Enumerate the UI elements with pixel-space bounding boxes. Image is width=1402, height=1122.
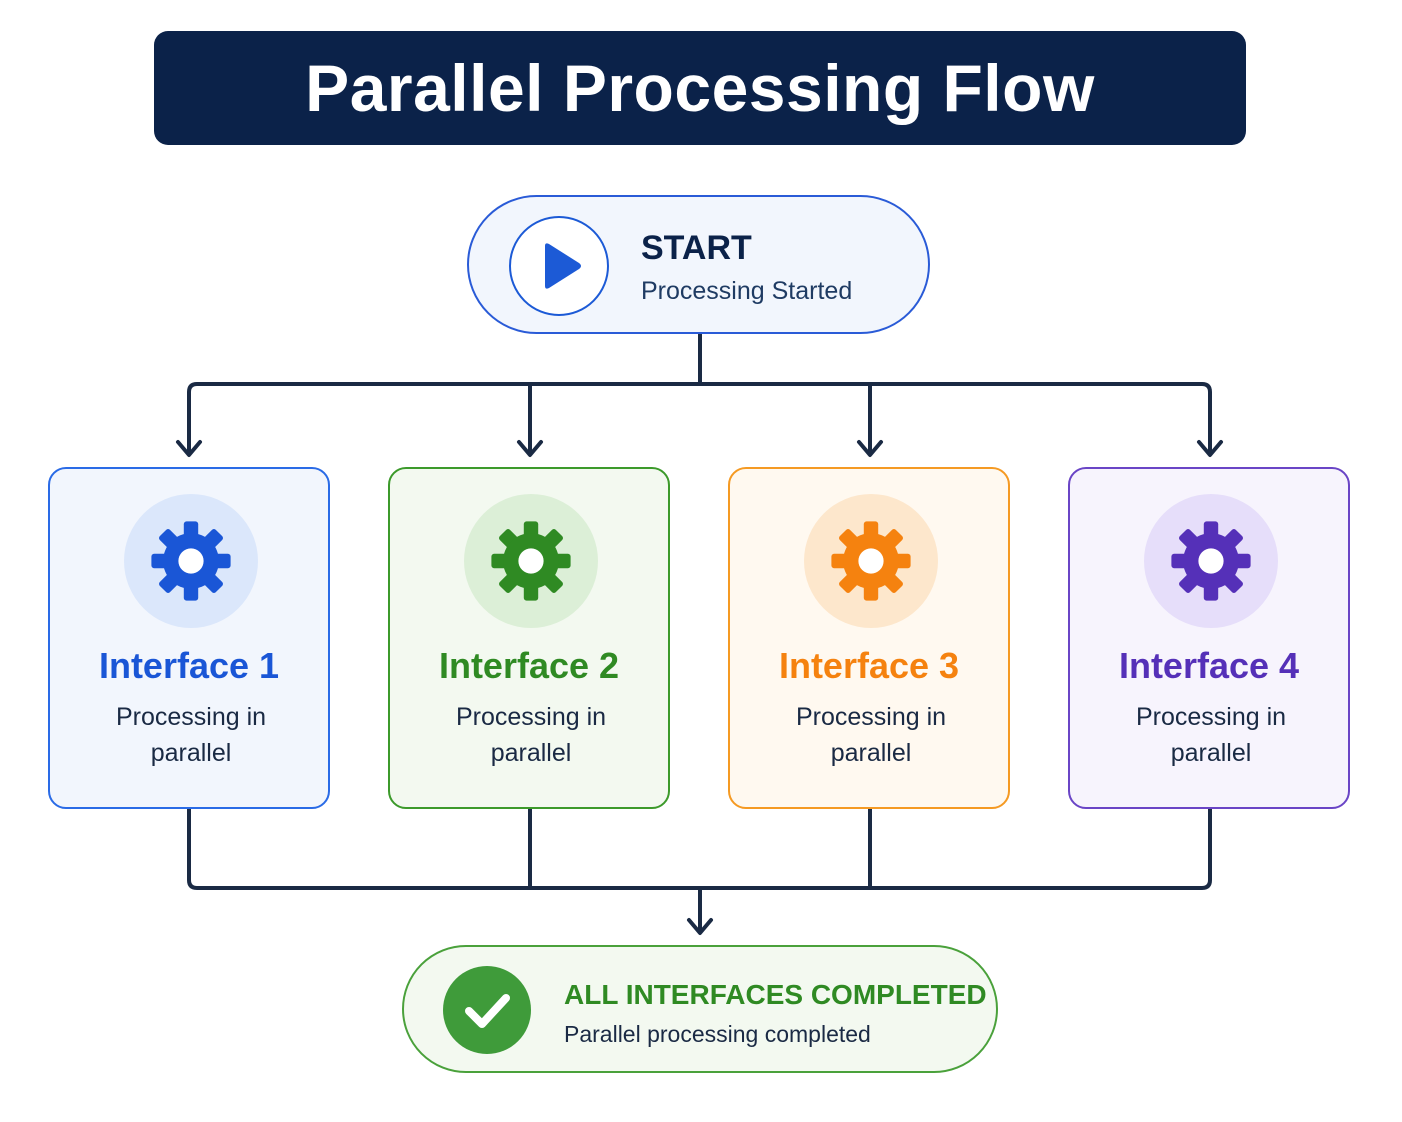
interface-4-title: Interface 4	[1118, 645, 1300, 686]
arrow-to-interface-1	[176, 440, 202, 457]
interface-3-node: Interface 3 Processing in parallel	[728, 467, 1010, 809]
end-icon-circle	[443, 966, 531, 1054]
connector-merge-bar	[187, 807, 1212, 890]
gear-icon-circle	[464, 494, 598, 628]
start-title: START	[641, 229, 752, 267]
arrow-to-interface-4	[1197, 440, 1223, 457]
checkmark-icon	[465, 994, 510, 1028]
interface-3-description: Processing in parallel	[795, 703, 947, 767]
gear-icon-circle	[1144, 494, 1278, 628]
play-icon	[545, 243, 581, 289]
interface-3-title: Interface 3	[778, 645, 960, 686]
arrow-to-end	[687, 918, 713, 935]
interface-2-node: Interface 2 Processing in parallel	[388, 467, 670, 809]
start-node: START Processing Started	[467, 195, 930, 334]
interface-1-node: Interface 1 Processing in parallel	[48, 467, 330, 809]
arrow-to-interface-2	[517, 440, 543, 457]
interface-1-description: Processing in parallel	[115, 703, 267, 767]
interface-4-node: Interface 4 Processing in parallel	[1068, 467, 1350, 809]
gear-icon	[151, 521, 231, 601]
gear-icon	[491, 521, 571, 601]
end-title: ALL INTERFACES COMPLETED	[564, 979, 987, 1010]
start-subtitle: Processing Started	[641, 277, 853, 305]
end-node: ALL INTERFACES COMPLETED Parallel proces…	[402, 945, 998, 1073]
page-title: Parallel Processing Flow	[305, 51, 1095, 125]
title-bar: Parallel Processing Flow	[154, 31, 1246, 145]
gear-icon	[831, 521, 911, 601]
interface-1-title: Interface 1	[98, 645, 280, 686]
connector-split-bar	[187, 382, 1212, 452]
start-icon-circle	[509, 216, 609, 316]
arrow-to-interface-3	[857, 440, 883, 457]
end-subtitle: Parallel processing completed	[564, 1021, 871, 1047]
gear-icon	[1171, 521, 1251, 601]
gear-icon-circle	[804, 494, 938, 628]
interface-2-title: Interface 2	[438, 645, 620, 686]
interface-4-description: Processing in parallel	[1135, 703, 1287, 767]
gear-icon-circle	[124, 494, 258, 628]
interface-2-description: Processing in parallel	[455, 703, 607, 767]
